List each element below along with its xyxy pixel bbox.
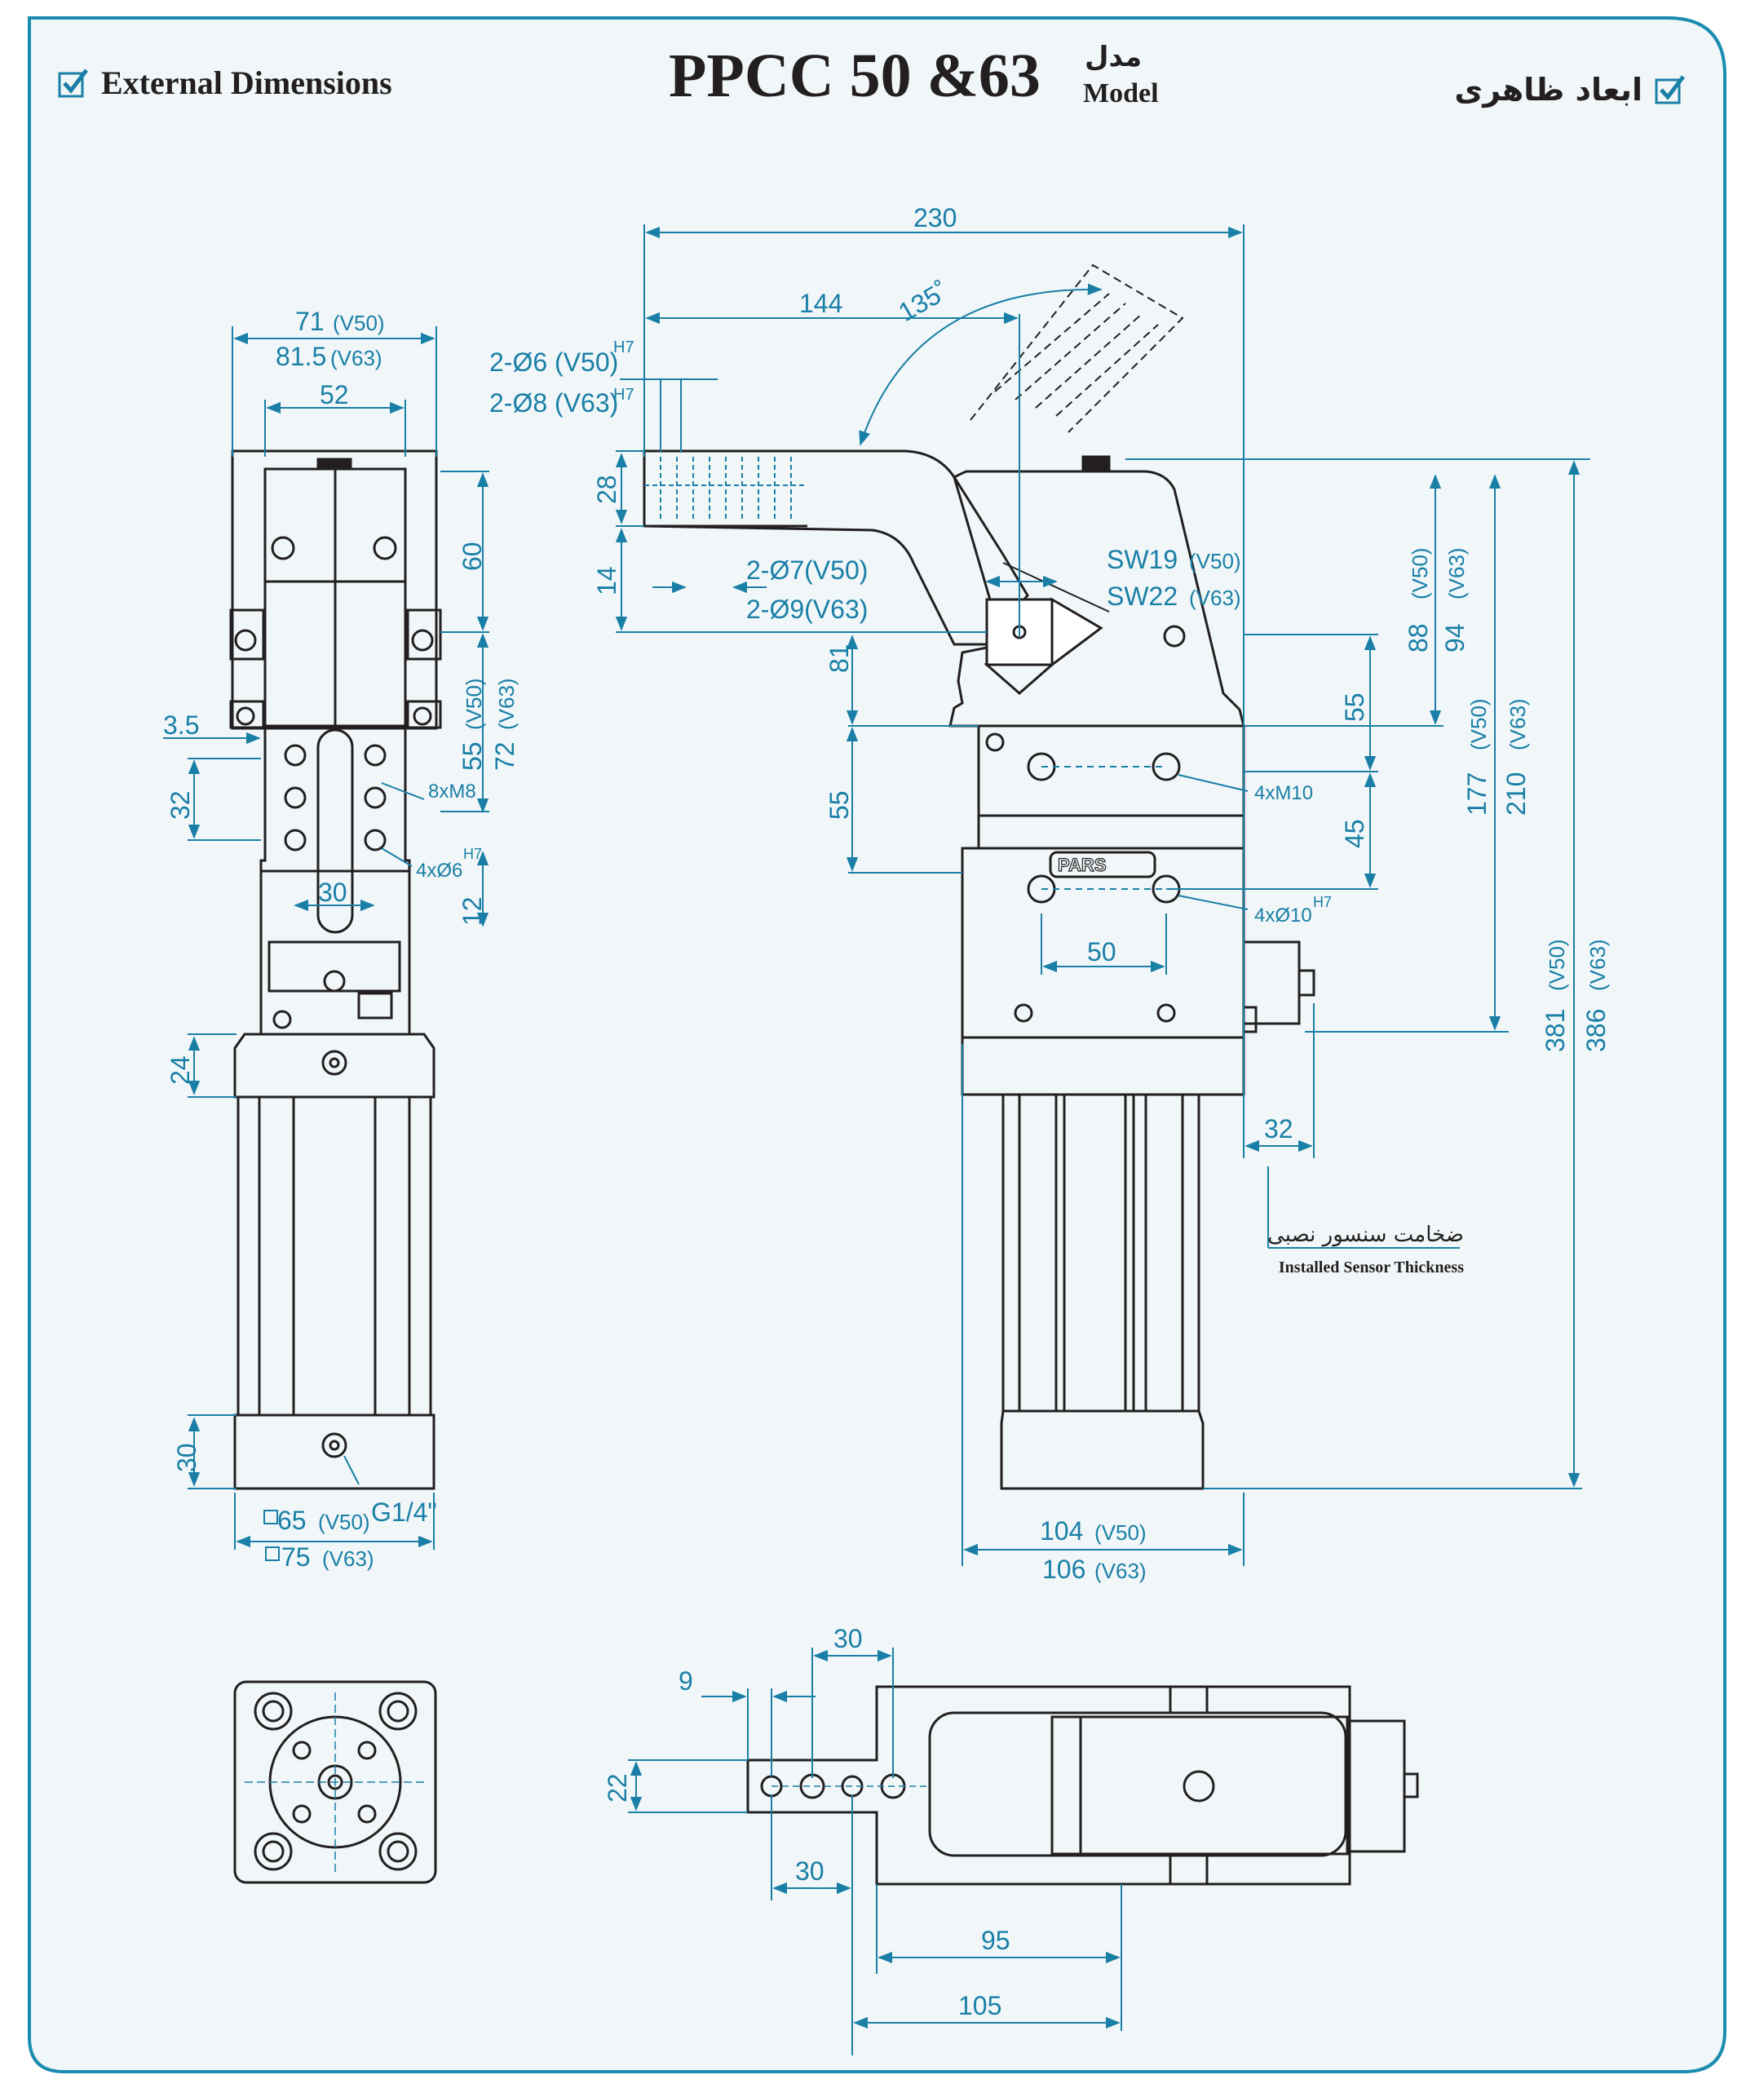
dim-81-5: 81.5 — [276, 342, 326, 371]
dim-210-v63: (V63) — [1505, 698, 1530, 750]
dim-88: 88 — [1404, 623, 1433, 652]
external-dimensions-label: External Dimensions — [101, 64, 392, 101]
dim-45: 45 — [1340, 819, 1369, 848]
front-view-dimensions — [615, 224, 1590, 1566]
dim-14: 14 — [592, 566, 621, 595]
dim-32-sensor: 32 — [1264, 1114, 1293, 1144]
dim-3-5: 3.5 — [163, 710, 199, 740]
dim-81: 81 — [825, 644, 854, 673]
dim-386-v63: (V63) — [1585, 939, 1610, 991]
dim-105: 105 — [958, 1991, 1001, 2020]
external-dimensions-label-fa: ابعاد ظاهری — [1454, 72, 1642, 108]
dim-12: 12 — [458, 896, 487, 926]
dim-4x6: 4xØ6 — [416, 860, 462, 882]
dim-4x10-h7: H7 — [1313, 894, 1332, 910]
sensor-label-en: Installed Sensor Thickness — [1279, 1259, 1464, 1276]
flange-centerlines — [245, 1692, 426, 1872]
dim-22: 22 — [603, 1773, 632, 1803]
title-block: PPCC 50 &63 — [669, 41, 1041, 112]
dim-sq75-v63: (V63) — [322, 1546, 374, 1571]
dim-381: 381 — [1541, 1009, 1570, 1052]
dim-386: 386 — [1581, 1009, 1611, 1052]
dim-28: 28 — [592, 475, 621, 504]
side-view — [229, 449, 442, 1490]
checkbox-checked-icon — [1655, 75, 1685, 104]
sensor-label-fa: ضخامت سنسور نصبی — [1267, 1223, 1464, 1247]
hole-v63: 2-Ø8 (V63) — [489, 388, 618, 418]
hole-v50-h7: H7 — [613, 338, 634, 356]
dim-88-v50: (V50) — [1408, 547, 1432, 599]
dim-24: 24 — [166, 1055, 195, 1085]
hole2-v63: 2-Ø9(V63) — [746, 595, 868, 624]
dim-9: 9 — [679, 1666, 693, 1696]
dim-94: 94 — [1440, 623, 1470, 652]
dim-sq65: 65 — [277, 1506, 307, 1535]
dim-55-right: 55 — [1340, 692, 1369, 722]
dim-52: 52 — [320, 380, 349, 409]
sw19: SW19 — [1107, 545, 1178, 574]
header-right: ابعاد ظاهری — [1454, 72, 1687, 108]
sheet-border — [28, 16, 1726, 2073]
hole2-v50: 2-Ø7(V50) — [746, 555, 868, 585]
top-view-dimensions — [628, 1648, 1122, 2055]
header-left: External Dimensions — [57, 64, 392, 102]
page-title: PPCC 50 &63 — [669, 42, 1041, 110]
front-view — [643, 449, 1315, 1490]
brand-plate: PARS — [1058, 855, 1107, 875]
dim-210: 210 — [1501, 772, 1531, 816]
dim-177: 177 — [1462, 772, 1492, 816]
dim-71-v50: (V50) — [333, 311, 385, 335]
dim-144: 144 — [799, 289, 842, 318]
dim-30: 30 — [318, 878, 347, 907]
dim-4x6-h7: H7 — [463, 846, 482, 862]
dim-4x10: 4xØ10 — [1254, 905, 1312, 927]
dim-55: 55 — [458, 741, 487, 771]
dim-32: 32 — [166, 790, 195, 820]
dim-104: 104 — [1040, 1516, 1083, 1546]
model-label-fa: مدل — [1085, 41, 1143, 73]
dim-71: 71 — [295, 307, 325, 336]
dim-55-left: 55 — [825, 790, 854, 820]
dim-30-bottom: 30 — [795, 1856, 825, 1886]
dim-g14: G1/4" — [371, 1497, 437, 1527]
sw19-v50: (V50) — [1189, 549, 1241, 573]
dim-60: 60 — [458, 542, 487, 571]
dim-72-v63: (V63) — [494, 678, 519, 730]
dim-177-v50: (V50) — [1466, 698, 1491, 750]
side-view-dimensions — [163, 326, 489, 1550]
dim-72: 72 — [490, 741, 519, 771]
dim-106: 106 — [1042, 1555, 1085, 1584]
hole-v63-h7: H7 — [613, 386, 634, 404]
sw22: SW22 — [1107, 582, 1178, 611]
dim-30-top: 30 — [833, 1624, 863, 1653]
dim-4xm10: 4xM10 — [1254, 782, 1313, 804]
dim-sq75: 75 — [281, 1542, 311, 1572]
dim-106-v63: (V63) — [1094, 1559, 1147, 1583]
square-symbol-icon — [265, 1546, 280, 1561]
model-label-en: Model — [1083, 78, 1159, 108]
dim-104-v50: (V50) — [1094, 1520, 1147, 1545]
dim-50: 50 — [1087, 937, 1116, 967]
arm-serrations — [644, 457, 807, 522]
dim-55-v50: (V50) — [462, 678, 486, 730]
sw22-v63: (V63) — [1189, 586, 1241, 610]
dim-sq65-v50: (V50) — [318, 1510, 370, 1534]
checkbox-checked-icon — [58, 68, 88, 97]
hole-v50: 2-Ø6 (V50) — [489, 347, 618, 377]
dim-381-v50: (V50) — [1545, 939, 1569, 991]
dim-94-v63: (V63) — [1444, 547, 1469, 599]
dim-95: 95 — [981, 1926, 1010, 1955]
dim-230: 230 — [913, 203, 957, 232]
dim-30-cap: 30 — [172, 1443, 201, 1472]
dim-8xm8: 8xM8 — [428, 781, 476, 803]
dim-81-5-v63: (V63) — [330, 346, 382, 370]
square-symbol-icon — [263, 1510, 278, 1524]
flange-view — [233, 1680, 437, 1884]
